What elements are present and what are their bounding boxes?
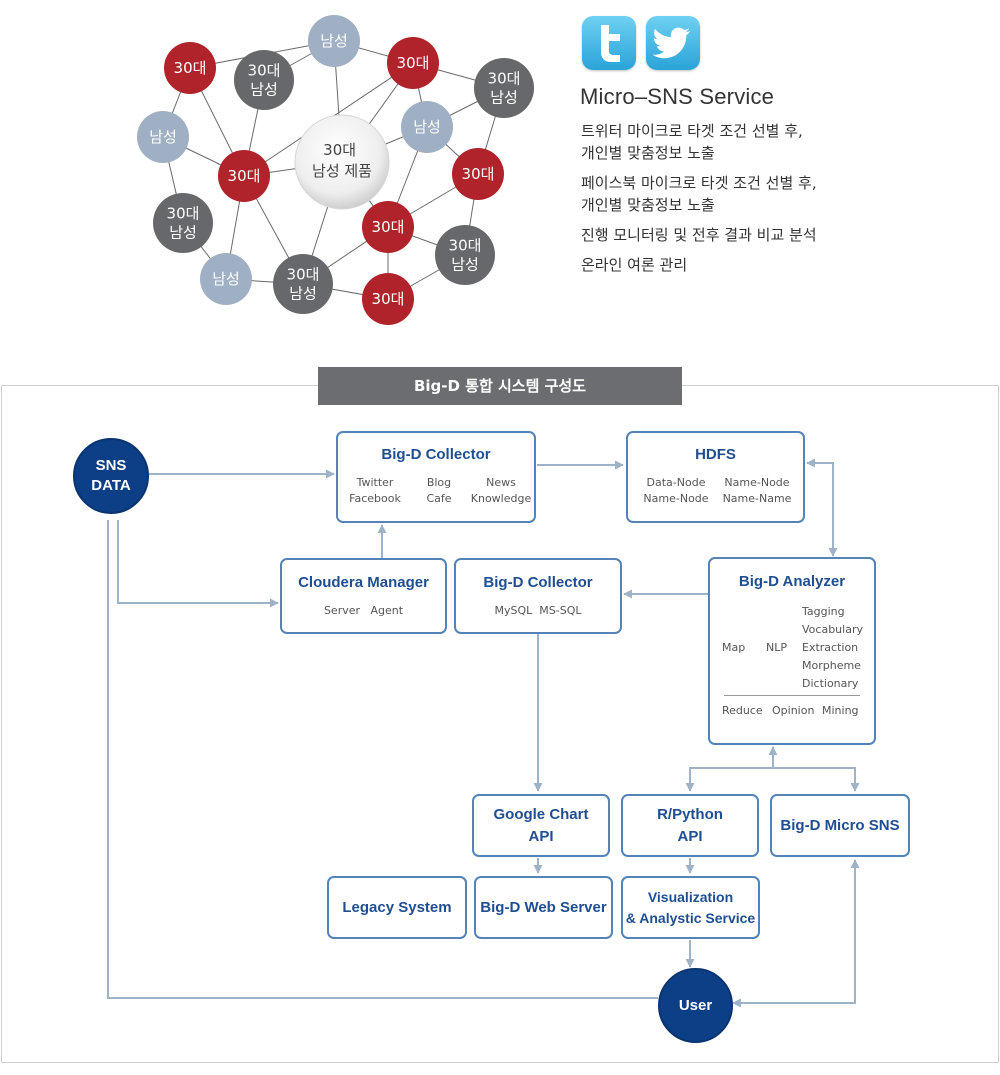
web-server-label: Big-D Web Server [480, 898, 607, 916]
collector-top-title: Big-D Collector [381, 446, 491, 463]
center-label-line-2: 남성 제품 [312, 162, 372, 180]
analyzer-box: Big-D Analyzer Map NLP Tagging Vocabular… [708, 557, 876, 745]
arrow-to-micro-sns [773, 767, 860, 792]
network-node-red: 30대 [362, 273, 414, 325]
feature-line: 페이스북 마이크로 타겟 조건 선별 후, 개인별 맞춤정보 노출 [581, 174, 817, 214]
network-node-label: 30대 [372, 218, 405, 236]
service-feature-item: 온라인 여론 관리 [581, 254, 881, 276]
network-center-node: 30대 남성 제품 [294, 114, 390, 210]
analyzer-title: Big-D Analyzer [738, 573, 846, 590]
legacy-system-label: Legacy System [342, 898, 452, 916]
feature-line: 트위터 마이크로 타겟 조건 선별 후, 개인별 맞춤정보 노출 [581, 122, 803, 162]
analyzer-nlp-items: Tagging Vocabulary Extraction Morpheme D… [802, 605, 863, 690]
network-node-label: 30대 [372, 290, 405, 308]
network-node-light: 남성 [308, 15, 360, 67]
cloudera-title: Cloudera Manager [298, 574, 429, 591]
network-node-label: 30대 [174, 59, 207, 77]
network-node-light: 남성 [200, 253, 252, 305]
network-node-red: 30대 [362, 201, 414, 253]
analyzer-mining: Mining [822, 704, 859, 717]
architecture-banner: Big-D 통합 시스템 구성도 [318, 367, 682, 405]
sns-data-node: SNS DATA [73, 438, 149, 514]
center-label-line-1: 30대 [323, 141, 356, 159]
hdfs-col2: Name-Node Name-Name [722, 476, 792, 505]
legacy-system-box: Legacy System [327, 876, 467, 939]
cloudera-manager-box: Cloudera Manager Server Agent [280, 558, 447, 634]
micro-sns-label: Big-D Micro SNS [780, 816, 900, 834]
twitter-t-icon [582, 16, 636, 70]
collector-db-title: Big-D Collector [483, 574, 593, 591]
hdfs-col1: Data-Node Name-Node [643, 476, 709, 505]
network-node-red: 30대 [387, 37, 439, 89]
cloudera-sub: Server Agent [323, 604, 404, 617]
google-chart-api-box: Google Chart API [472, 794, 610, 857]
twitter-bird-icon [646, 16, 700, 70]
r-python-api-box: R/Python API [621, 794, 759, 857]
arrow-to-rpython [685, 767, 773, 792]
hdfs-box: HDFS Data-Node Name-Node Name-Node Name-… [626, 431, 805, 523]
google-chart-label: Google Chart API [493, 805, 589, 845]
feature-line: 온라인 여론 관리 [581, 256, 688, 274]
sns-data-label: SNS DATA [91, 457, 131, 494]
web-server-box: Big-D Web Server [474, 876, 613, 939]
analyzer-reduce: Reduce [722, 704, 763, 717]
collector-top-col1: Twitter Facebook [349, 476, 401, 505]
user-node: User [658, 968, 733, 1043]
collector-top-box: Big-D Collector Twitter Facebook Blog Ca… [336, 431, 536, 523]
collector-top-col2: Blog Cafe [426, 476, 452, 505]
r-python-label: R/Python API [657, 805, 723, 845]
line-sns-to-user [107, 520, 658, 999]
network-node-label: 30대 [462, 165, 495, 183]
collector-db-box: Big-D Collector MySQL MS-SQL [454, 558, 622, 634]
collector-top-col3: News Knowledge [470, 476, 532, 505]
network-node-label: 30대 [228, 167, 261, 185]
network-node-label: 남성 [320, 32, 348, 50]
analyzer-nlp: NLP [766, 641, 787, 654]
network-center-label: 30대 남성 제품 [312, 141, 372, 180]
arrow-sns-to-cloudera [117, 520, 279, 608]
service-feature-item: 진행 모니터링 및 전후 결과 비교 분석 [581, 224, 881, 246]
network-node-red: 30대 [164, 42, 216, 94]
network-node-light: 남성 [137, 111, 189, 163]
service-title: Micro–SNS Service [580, 84, 775, 109]
analyzer-divider [724, 695, 860, 696]
network-node-label: 남성 [212, 270, 240, 288]
arrow-micro-sns-user [732, 859, 860, 1008]
hdfs-title: HDFS [695, 446, 736, 463]
network-node-label: 남성 [413, 118, 441, 136]
analyzer-opinion: Opinion [772, 704, 815, 717]
user-label: User [678, 996, 713, 1014]
visualization-service-box: Visualization & Analystic Service [621, 876, 760, 939]
network-node-light: 남성 [401, 101, 453, 153]
network-node-red: 30대 [452, 148, 504, 200]
service-feature-list: 트위터 마이크로 타겟 조건 선별 후, 개인별 맞춤정보 노출 페이스북 마이… [581, 120, 881, 284]
visualization-label: Visualization & Analystic Service [625, 888, 756, 926]
analyzer-map: Map [722, 641, 746, 654]
micro-sns-box: Big-D Micro SNS [770, 794, 910, 857]
collector-db-sub: MySQL MS-SQL [494, 604, 582, 617]
network-node-red: 30대 [218, 150, 270, 202]
service-feature-item: 트위터 마이크로 타겟 조건 선별 후, 개인별 맞춤정보 노출 [581, 120, 881, 164]
feature-line: 진행 모니터링 및 전후 결과 비교 분석 [581, 226, 817, 244]
arrow-hdfs-analyzer [806, 458, 838, 557]
network-node-label: 남성 [149, 128, 177, 146]
service-feature-item: 페이스북 마이크로 타겟 조건 선별 후, 개인별 맞춤정보 노출 [581, 172, 881, 216]
network-node-label: 30대 [397, 54, 430, 72]
